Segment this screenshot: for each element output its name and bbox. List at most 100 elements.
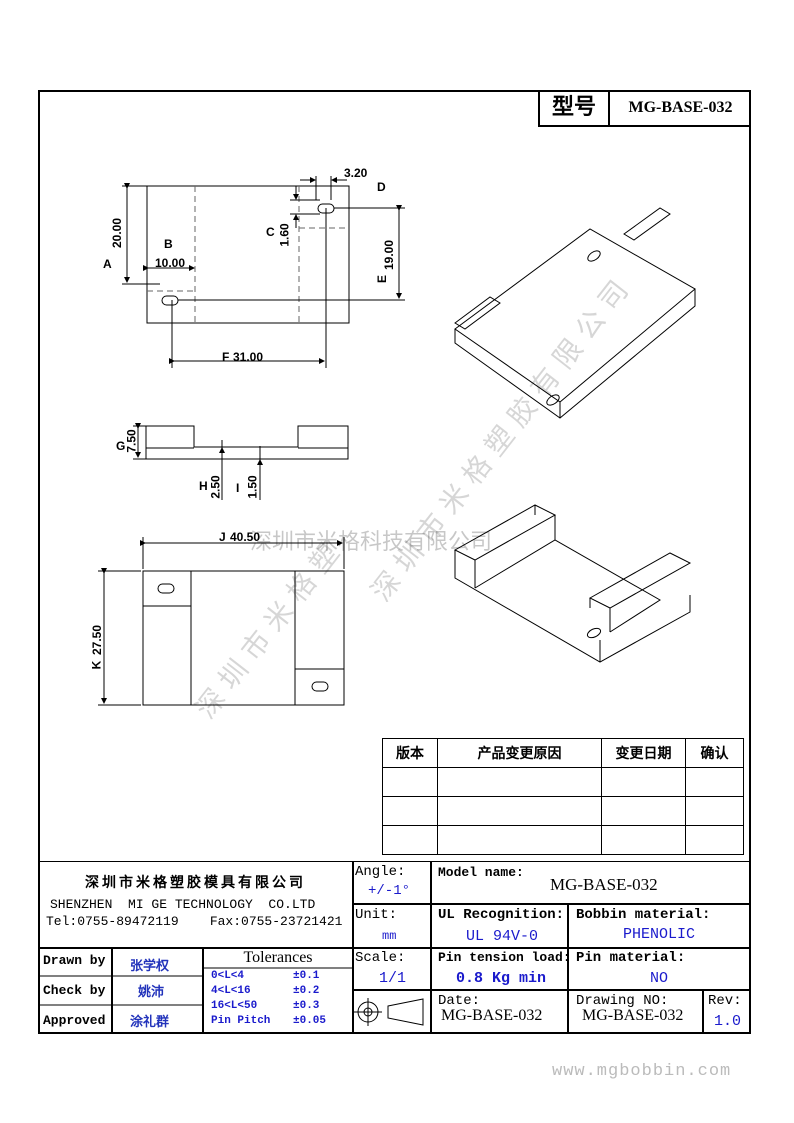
- dim-c-label: C: [266, 225, 275, 239]
- pin-tension-value: 0.8 Kg min: [456, 970, 547, 987]
- tolerance-range: 4<L<16: [211, 985, 251, 997]
- tolerance-value: ±0.3: [293, 1000, 320, 1012]
- watermark-horizontal: 深圳市米格科技有限公司: [250, 530, 493, 555]
- dim-h-label: H: [199, 479, 208, 493]
- date-value: MG-BASE-032: [441, 1007, 543, 1024]
- tolerance-range: 16<L<50: [211, 1000, 258, 1012]
- dim-f-label: F: [222, 350, 230, 364]
- angle-label: Angle:: [355, 864, 406, 880]
- dim-j-label: J: [219, 530, 226, 544]
- technical-drawing: [98, 176, 696, 706]
- company-name-cn: 深圳市米格塑胶模具有限公司: [85, 875, 306, 891]
- model-name-label: Model name:: [438, 865, 524, 880]
- table-cell: [685, 796, 744, 826]
- drawn-by-value: 张学权: [130, 959, 170, 974]
- dim-k-value: 27.50: [90, 624, 105, 656]
- revision-header-row: 版本 产品变更原因 变更日期 确认: [382, 738, 744, 768]
- dim-c-value: 1.60: [277, 223, 292, 247]
- tolerances-label: Tolerances: [243, 949, 313, 966]
- table-cell: [382, 825, 438, 855]
- tolerance-value: ±0.05: [293, 1015, 327, 1027]
- dim-d-label: D: [377, 180, 386, 194]
- dim-d-value: 3.20: [344, 166, 368, 180]
- table-cell: [601, 796, 686, 826]
- pin-tension-label: Pin tension load:: [438, 950, 571, 965]
- table-cell: [437, 825, 602, 855]
- dim-g-value: 7.50: [124, 429, 139, 453]
- rev-value: 1.0: [714, 1013, 742, 1030]
- slot-bottom-view-2: [311, 681, 329, 692]
- tolerance-range: Pin Pitch: [211, 1015, 271, 1027]
- table-row: [382, 825, 744, 855]
- model-name-value: MG-BASE-032: [550, 875, 658, 894]
- unit-value: mm: [382, 929, 397, 943]
- top-view: [122, 176, 405, 368]
- revision-header-date: 变更日期: [601, 738, 686, 768]
- table-row: [382, 767, 744, 797]
- table-cell: [685, 767, 744, 797]
- tolerance-value: ±0.2: [293, 985, 320, 997]
- dim-f-value: 31.00: [233, 350, 264, 364]
- footer-url[interactable]: www.mgbobbin.com: [552, 1062, 732, 1081]
- table-cell: [382, 796, 438, 826]
- scale-value: 1/1: [379, 970, 407, 987]
- pin-material-label: Pin material:: [576, 950, 686, 966]
- drawing-no-label: Drawing NO:: [576, 993, 669, 1009]
- revision-header-version: 版本: [382, 738, 438, 768]
- slot-bottom-view-1: [157, 583, 175, 594]
- dim-i-value: 1.50: [245, 475, 260, 499]
- dim-e-label: E: [375, 274, 390, 284]
- scale-label: Scale:: [355, 950, 406, 966]
- bobbin-value: PHENOLIC: [623, 926, 696, 943]
- table-cell: [601, 825, 686, 855]
- table-cell: [601, 767, 686, 797]
- model-header-value: MG-BASE-032: [628, 99, 733, 116]
- table-row: [382, 796, 744, 826]
- tolerance-range: 0<L<4: [211, 970, 245, 982]
- revision-header-confirm: 确认: [685, 738, 744, 768]
- slot-bottom: [161, 295, 179, 306]
- dim-a-label: A: [103, 257, 112, 271]
- unit-label: Unit:: [355, 907, 398, 923]
- dim-b-label: B: [164, 237, 173, 251]
- pin-material-value: NO: [650, 970, 669, 987]
- iso-view-bottom: [453, 504, 692, 663]
- bobbin-label: Bobbin material:: [576, 907, 711, 923]
- title-block-grid: [38, 861, 751, 1034]
- dim-h-value: 2.50: [208, 475, 223, 499]
- ul-value: UL 94V-0: [466, 928, 539, 945]
- ul-label: UL Recognition:: [438, 907, 565, 923]
- angle-value: +/-1°: [368, 883, 411, 899]
- company-name-en: SHENZHEN MI GE TECHNOLOGY CO.LTD: [50, 897, 316, 912]
- dim-b-value: 10.00: [155, 256, 186, 270]
- approved-value: 涂礼群: [130, 1015, 170, 1030]
- drawing-border: [38, 90, 751, 1034]
- dim-j-value: 40.50: [230, 530, 261, 544]
- model-header-label: 型号: [540, 90, 610, 125]
- iso-view-top: [454, 207, 696, 419]
- rev-label: Rev:: [708, 993, 742, 1009]
- table-cell: [685, 825, 744, 855]
- date-label: Date:: [438, 993, 481, 1009]
- dim-a-value: 20.00: [110, 217, 125, 249]
- table-cell: [437, 796, 602, 826]
- company-contact: Tel:0755-89472119 Fax:0755-23721421: [46, 914, 343, 929]
- dim-k-label: K: [89, 660, 104, 670]
- bottom-view: [98, 537, 345, 706]
- check-by-value: 姚沛: [138, 985, 165, 1000]
- dim-i-label: I: [236, 481, 240, 495]
- drawn-by-label: Drawn by: [43, 953, 106, 968]
- dim-e-value: 19.00: [382, 239, 397, 271]
- drawing-no-value: MG-BASE-032: [582, 1007, 684, 1024]
- table-cell: [437, 767, 602, 797]
- title-block: 深圳市米格塑胶模具有限公司 SHENZHEN MI GE TECHNOLOGY …: [38, 861, 751, 1034]
- check-by-label: Check by: [43, 983, 106, 998]
- tolerance-value: ±0.1: [293, 970, 320, 982]
- table-cell: [382, 767, 438, 797]
- approved-label: Approved: [43, 1013, 106, 1028]
- dim-g-label: G: [116, 439, 126, 453]
- revision-table: 版本 产品变更原因 变更日期 确认: [382, 738, 744, 855]
- revision-header-reason: 产品变更原因: [437, 738, 602, 768]
- model-header: 型号 MG-BASE-032: [538, 90, 751, 127]
- projection-symbol: [354, 998, 424, 1026]
